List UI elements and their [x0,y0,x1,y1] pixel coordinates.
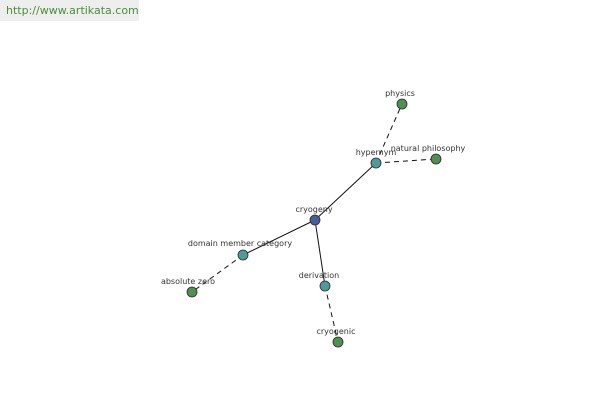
label-absolute-zero: absolute zero [161,277,215,286]
edge-domain-member-category-absolute-zero [191,254,244,293]
source-link-bar: http://www.artikata.com [0,0,139,21]
label-natural-philosophy: natural philosophy [391,144,466,153]
edge-derivation-cryogenic [324,285,339,343]
source-link[interactable]: http://www.artikata.com [6,4,139,17]
node-domain-member-category[interactable] [237,249,249,261]
label-physics: physics [385,89,415,98]
label-domain-member-category: domain member category [188,239,292,248]
node-cryogeny[interactable] [309,214,321,226]
edge-root-domain-member-category [242,219,316,256]
edge-hypernym-natural-philosophy [375,158,437,164]
node-natural-philosophy[interactable] [430,153,442,165]
edge-root-derivation [314,219,326,287]
label-cryogeny: cryogeny [295,205,332,214]
node-physics[interactable] [396,98,408,110]
edge-root-hypernym [314,162,377,221]
edge-hypernym-physics [375,103,403,164]
label-derivation: derivation [299,271,339,280]
node-cryogenic[interactable] [332,336,344,348]
label-hypernym: hypernym [356,148,397,157]
node-derivation[interactable] [319,280,331,292]
label-cryogenic: cryogenic [316,327,355,336]
node-hypernym[interactable] [370,157,382,169]
node-absolute-zero[interactable] [186,286,198,298]
